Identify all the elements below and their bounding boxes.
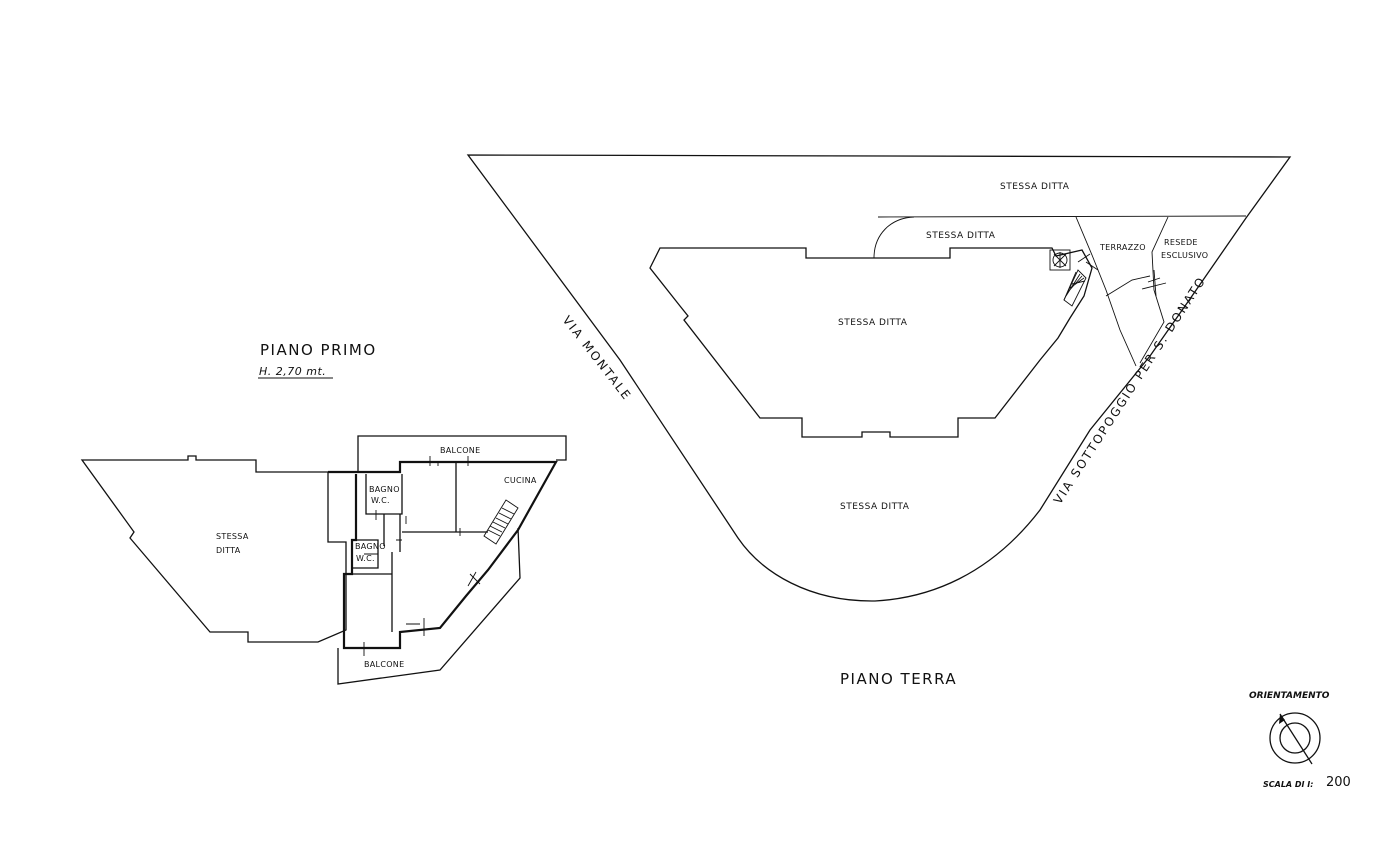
resede-tick	[1141, 282, 1167, 290]
bagno-1-label-b: W.C.	[371, 496, 390, 505]
height-note: H. 2,70 mt.	[259, 365, 326, 378]
bottom-balcony	[337, 527, 521, 685]
ground-main-building	[649, 247, 1093, 438]
ground-band-line	[877, 215, 1247, 218]
bagno-2-label-a: BAGNO	[355, 542, 386, 551]
first-floor-staircase	[483, 499, 519, 545]
legend: ORIENTAMENTO SCALA DI I: 200	[1249, 691, 1351, 790]
left-room-label-2: DITTA	[216, 546, 241, 555]
ground-label-strip: STESSA DITTA	[926, 231, 996, 241]
top-balcony	[357, 435, 567, 472]
scale-value: 200	[1326, 775, 1351, 790]
terrazzo-divider	[1075, 216, 1137, 367]
window-marks	[363, 456, 481, 656]
bagno-1-label-a: BAGNO	[369, 485, 400, 494]
scale-label: SCALA DI I:	[1263, 780, 1313, 789]
north-arrow-icon	[1269, 712, 1321, 765]
ground-strip-curve	[873, 216, 915, 259]
apartment-outer-wall	[328, 460, 558, 650]
resede-divider	[1139, 216, 1169, 364]
resede-label-1: RESEDE	[1164, 238, 1198, 247]
terrazzo-label: TERRAZZO	[1099, 243, 1146, 252]
resede-inner-line	[1105, 275, 1151, 297]
ground-lot-boundary	[466, 154, 1292, 602]
ground-label-top: STESSA DITTA	[1000, 182, 1070, 192]
first-floor-plan: PIANO PRIMO H. 2,70 mt. STESSA DITTA BAG…	[80, 341, 567, 685]
gate-mark	[1147, 269, 1161, 297]
ground-label-main: STESSA DITTA	[838, 318, 908, 328]
ground-staircase	[1049, 249, 1099, 307]
bagno-2-label-b: W.C.	[356, 554, 375, 563]
ground-floor-plan: STESSA DITTA STESSA DITTA STESSA DITTA S…	[466, 154, 1292, 688]
cucina-label: CUCINA	[504, 476, 537, 485]
first-floor-left-room	[80, 455, 347, 643]
via-montale-label: VIA MONTALE	[560, 313, 635, 403]
balcone-bottom-label: BALCONE	[364, 660, 404, 669]
via-sottopoggio-label: VIA SOTTOPOGGIO PER S. DONATO	[1051, 274, 1209, 507]
left-room-label-1: STESSA	[216, 532, 249, 541]
orientation-label: ORIENTAMENTO	[1249, 691, 1330, 701]
ground-label-bottom: STESSA DITTA	[840, 502, 910, 512]
resede-label-2: ESCLUSIVO	[1161, 251, 1208, 260]
balcone-top-label: BALCONE	[440, 446, 480, 455]
piano-terra-title: PIANO TERRA	[840, 670, 957, 688]
piano-primo-title: PIANO PRIMO	[260, 341, 377, 359]
